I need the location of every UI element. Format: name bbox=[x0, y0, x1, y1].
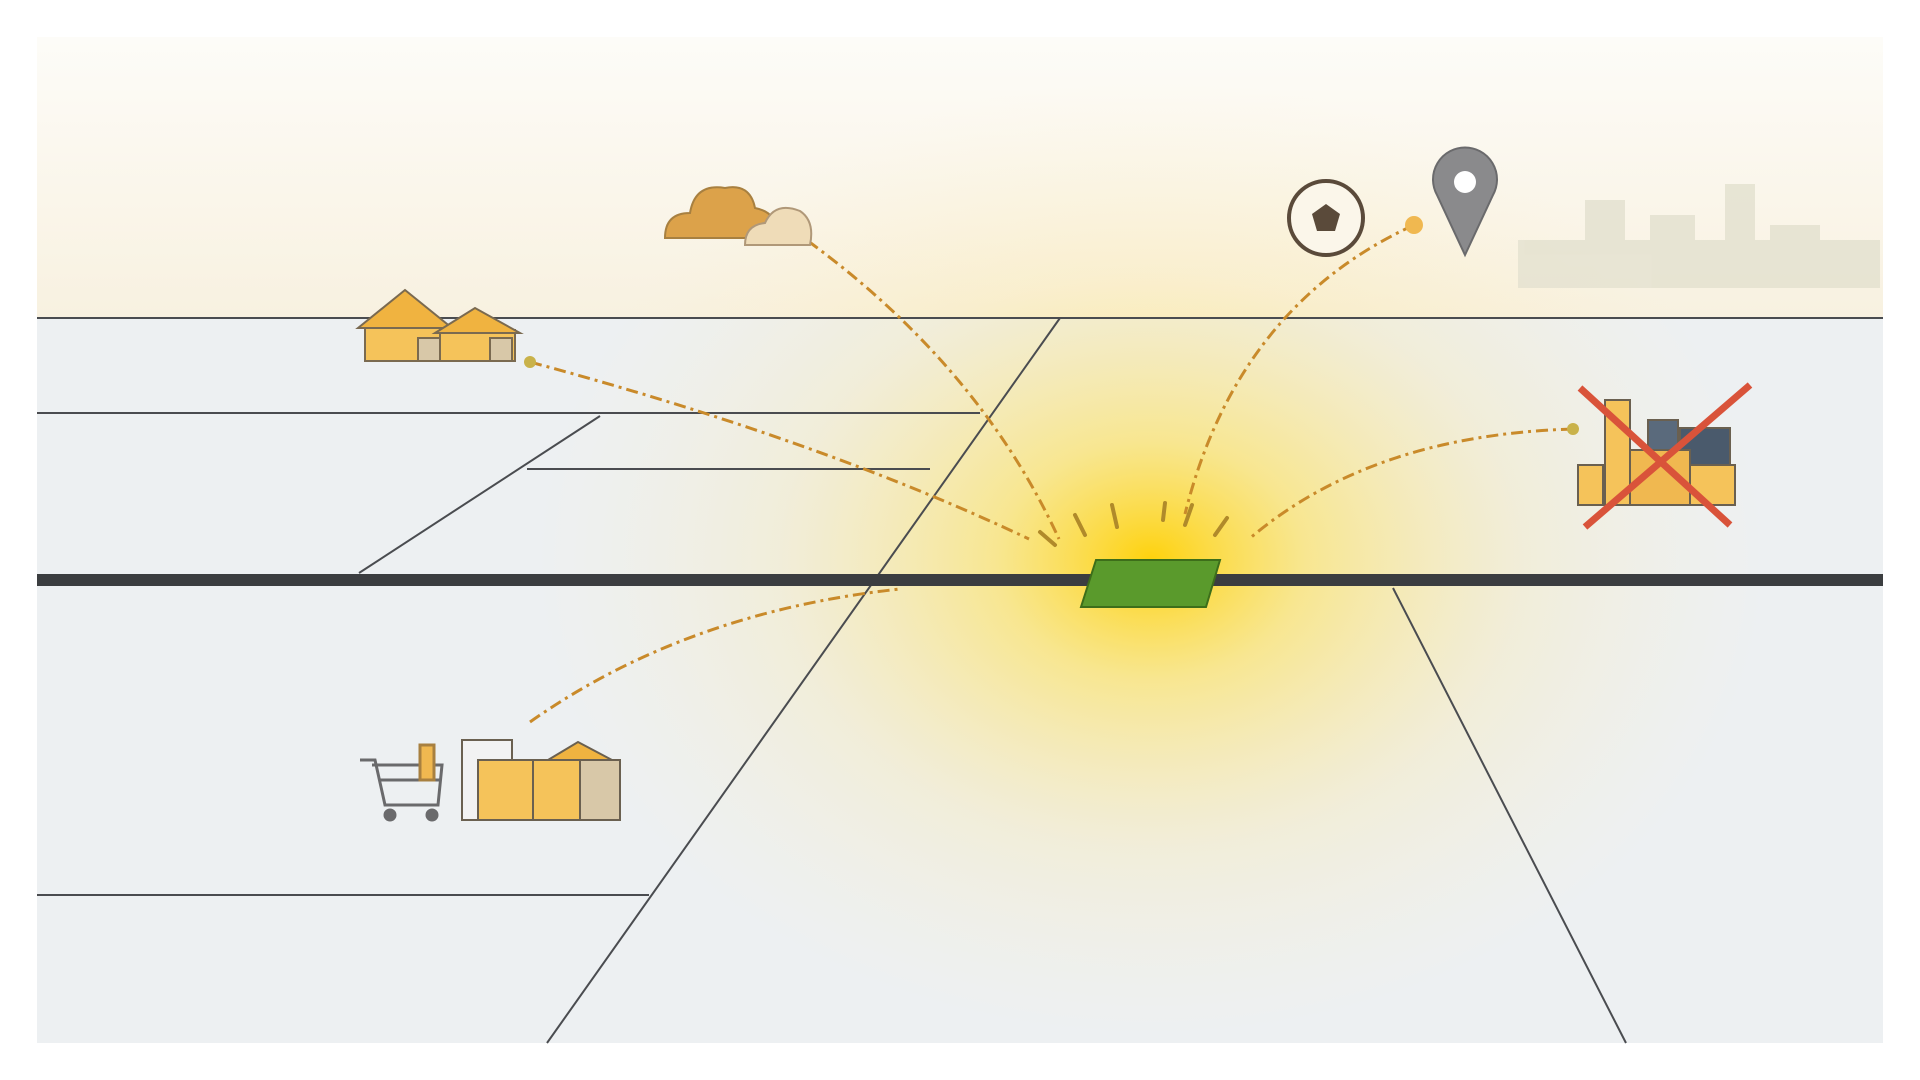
location-pin-icon bbox=[1432, 146, 1498, 258]
soccer-ball-icon bbox=[1287, 179, 1365, 257]
scene bbox=[37, 37, 1883, 1044]
glow-rays bbox=[1038, 501, 1229, 547]
connection-paths bbox=[529, 223, 1574, 724]
shopping-cart-icon bbox=[360, 743, 444, 822]
boxes-icon bbox=[461, 739, 621, 821]
clouds-icon bbox=[663, 186, 813, 246]
crossed-factory-icon bbox=[1577, 382, 1753, 530]
houses-icon bbox=[355, 288, 524, 362]
green-land-parcel-icon bbox=[1079, 559, 1222, 608]
city-skyline-icon bbox=[1518, 184, 1880, 288]
field-lines bbox=[37, 317, 1883, 1044]
